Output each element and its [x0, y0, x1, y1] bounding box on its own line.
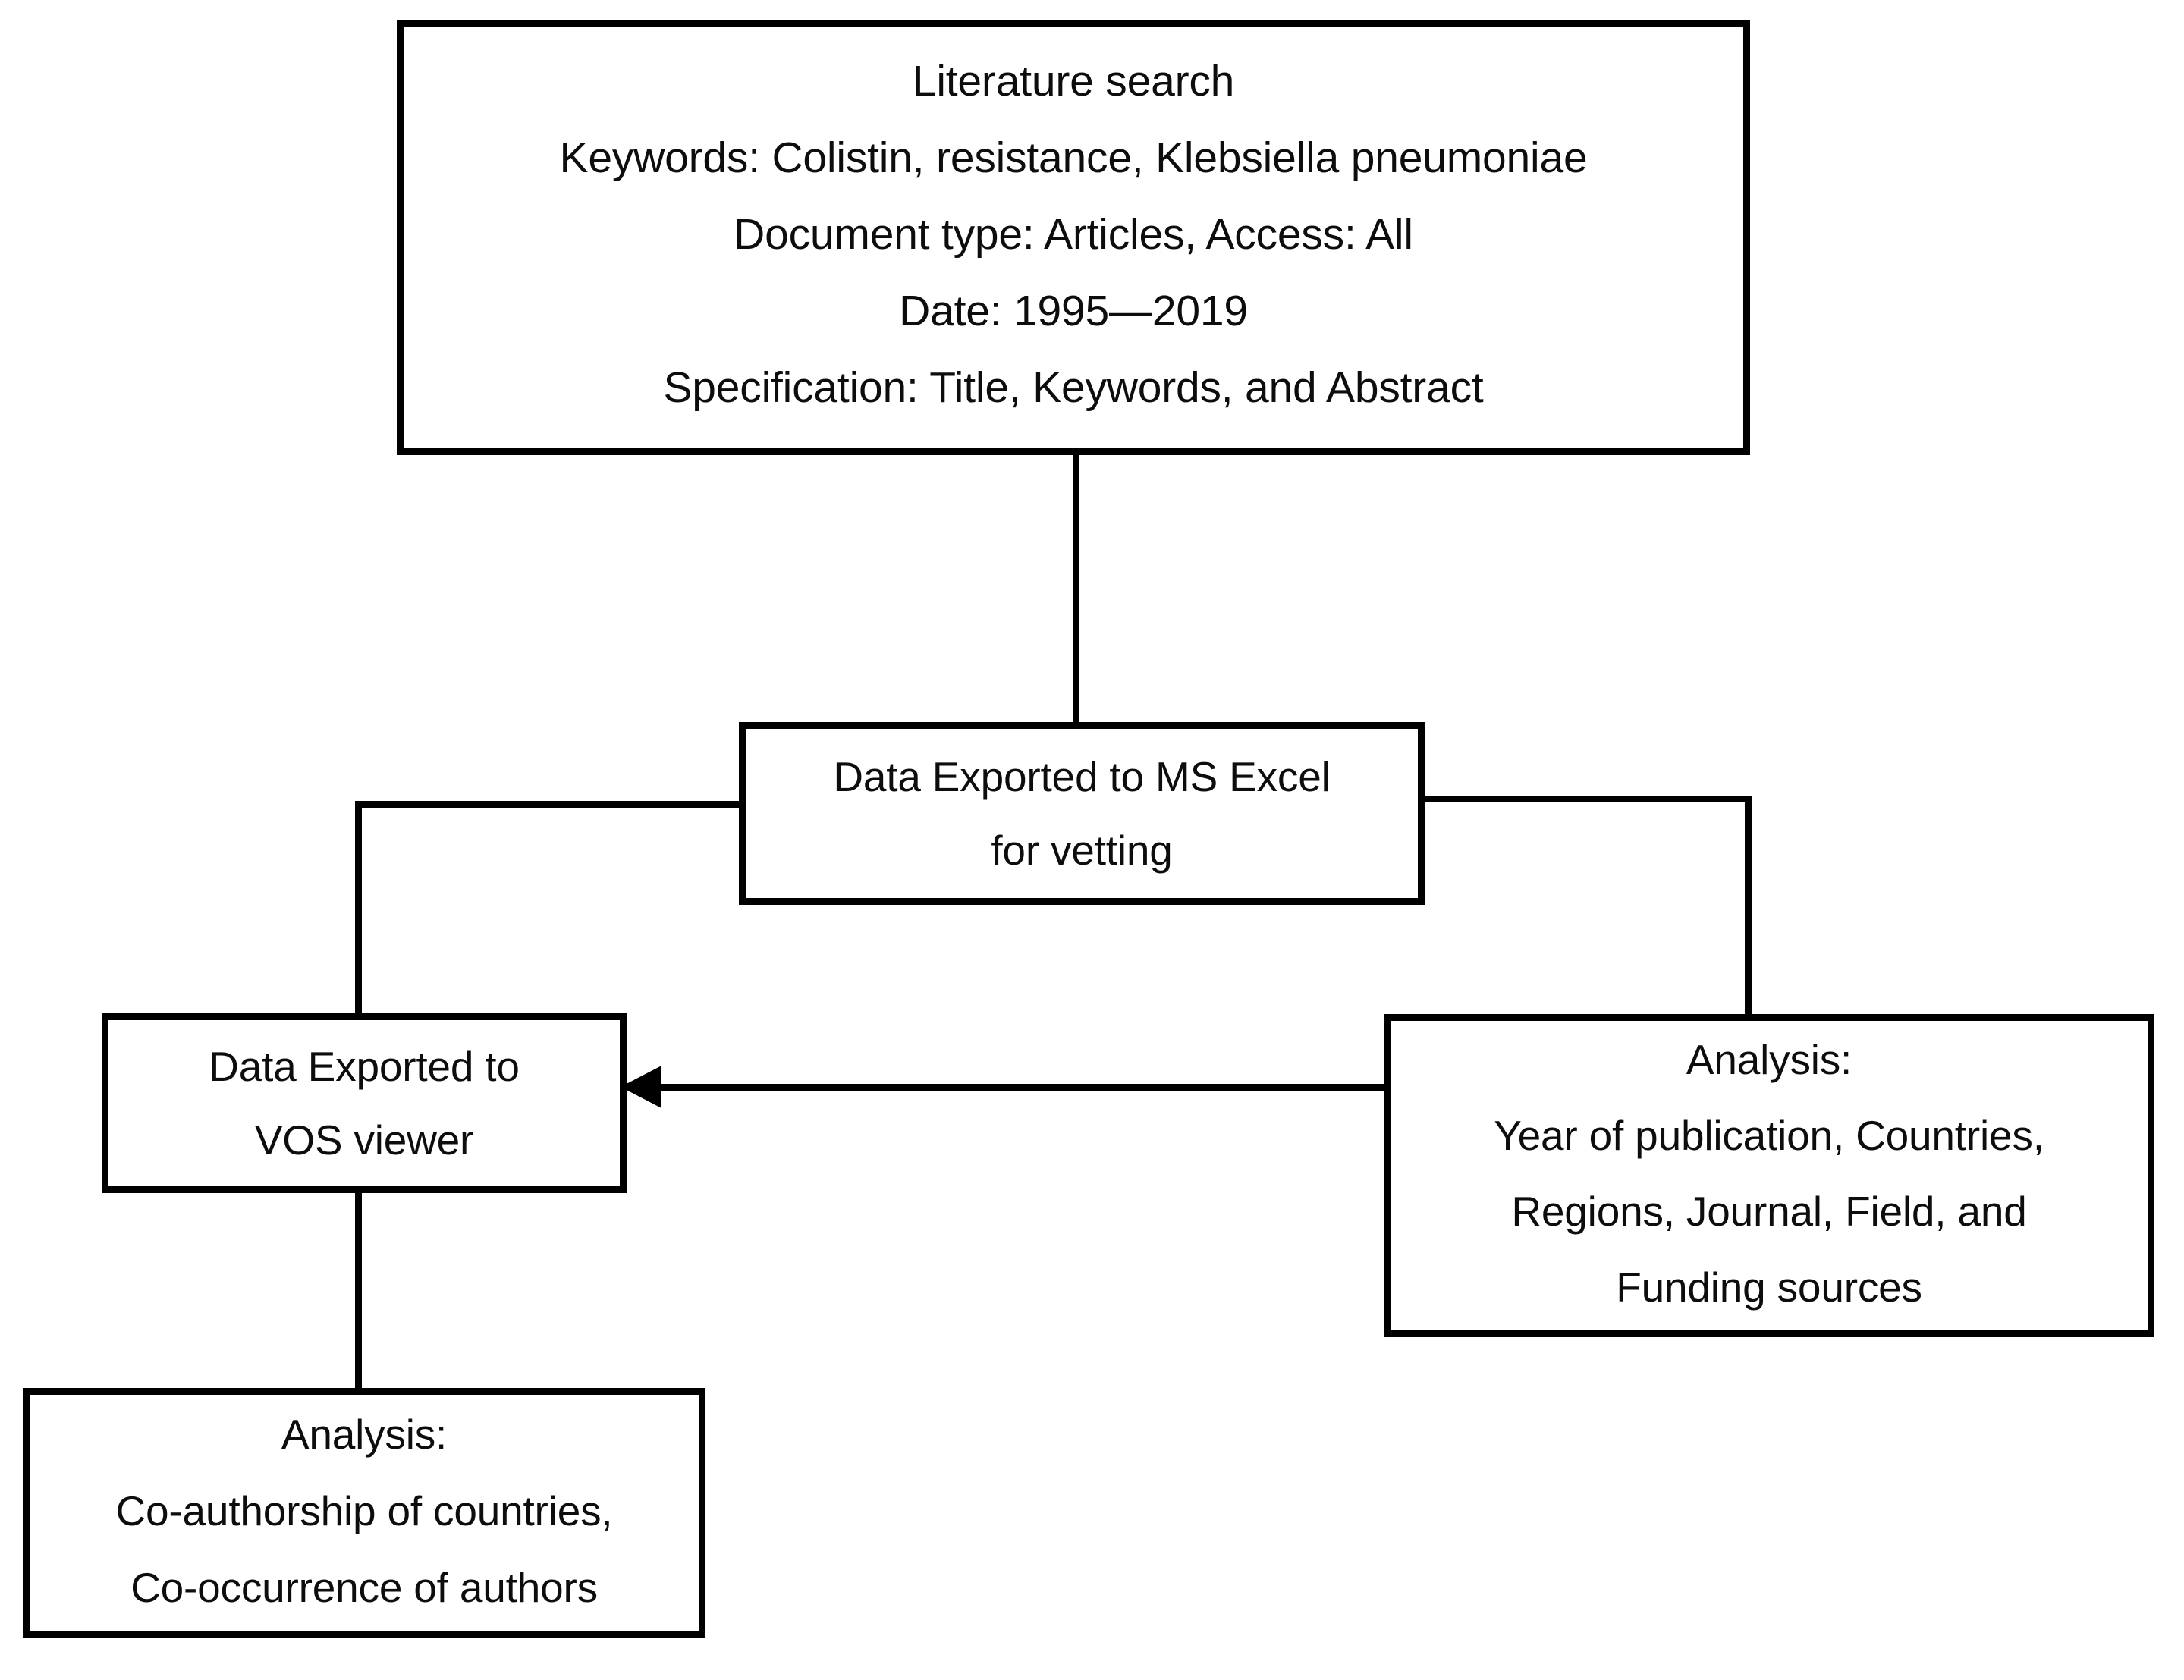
node-data-vos-line-1: Data Exported to [209, 1042, 520, 1090]
node-analysis-right-line-4: Funding sources [1616, 1264, 1922, 1311]
node-data-exported-to-ms-excel: Data Exported to MS Excel for vetting [739, 722, 1425, 905]
node-analysis-right-line-1: Analysis: [1686, 1036, 1852, 1083]
node-analysis-co-authorship: Analysis: Co-authorship of countries, Co… [23, 1388, 705, 1638]
node-literature-search-line-4: Date: 1995—2019 [899, 286, 1248, 335]
node-analysis-right-line-2: Year of publication, Countries, [1494, 1112, 2044, 1159]
node-literature-search-line-5: Specification: Title, Keywords, and Abst… [663, 363, 1484, 412]
node-analysis-bottom-line-2: Co-authorship of countries, [115, 1487, 613, 1534]
connector-data-excel-to-vos-horizontal [355, 801, 743, 808]
connector-data-excel-to-vos-vertical [355, 801, 362, 1019]
node-data-exported-to-vos-viewer: Data Exported to VOS viewer [102, 1013, 627, 1193]
node-literature-search-line-1: Literature search [912, 56, 1235, 105]
node-literature-search-line-3: Document type: Articles, Access: All [734, 209, 1413, 259]
node-data-excel-line-2: for vetting [991, 826, 1173, 874]
node-data-vos-line-2: VOS viewer [254, 1116, 474, 1163]
node-analysis-bottom-line-3: Co-occurrence of authors [130, 1563, 598, 1611]
node-literature-search: Literature search Keywords: Colistin, re… [397, 20, 1750, 455]
node-analysis-right-line-3: Regions, Journal, Field, and [1511, 1188, 2027, 1235]
node-analysis-bottom-line-1: Analysis: [281, 1410, 448, 1458]
connector-vos-to-analysis-bottom [355, 1190, 362, 1391]
node-literature-search-line-2: Keywords: Colistin, resistance, Klebsiel… [559, 133, 1588, 182]
connector-analysis-to-vos-arrow-shaft [657, 1084, 1387, 1091]
connector-data-excel-to-analysis-vertical [1745, 796, 1752, 1020]
connector-literature-search-to-data-excel [1073, 452, 1079, 725]
node-data-excel-line-1: Data Exported to MS Excel [833, 752, 1331, 800]
node-analysis-publication-metadata: Analysis: Year of publication, Countries… [1384, 1014, 2154, 1337]
connector-data-excel-to-analysis-horizontal [1420, 796, 1752, 802]
arrow-left-icon [621, 1066, 661, 1108]
